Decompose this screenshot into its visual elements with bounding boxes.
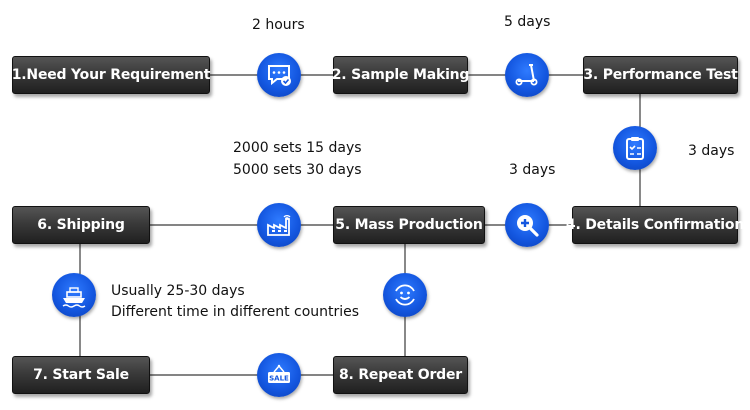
- clipboard-checklist-icon: [613, 126, 657, 170]
- step-label: 8. Repeat Order: [339, 367, 462, 383]
- label-2000-sets: 2000 sets 15 days: [233, 140, 362, 156]
- label-different-time: Different time in different countries: [111, 304, 360, 320]
- label-3-days-test: 3 days: [688, 143, 735, 159]
- step-sample-making: 2. Sample Making: [331, 56, 470, 94]
- step-label: 4. Details Confirmation: [565, 217, 745, 233]
- step-label: 1.Need Your Requirement: [11, 67, 211, 83]
- factory-icon: [257, 203, 301, 247]
- step-label: 5. Mass Production: [335, 217, 483, 233]
- step-label: 6. Shipping: [37, 217, 125, 233]
- label-3-days-confirm: 3 days: [509, 162, 556, 178]
- step-label: 7. Start Sale: [33, 367, 129, 383]
- step-performance-test: 3. Performance Test: [583, 56, 738, 94]
- smiley-refresh-icon: [383, 273, 427, 317]
- step-label: 3. Performance Test: [583, 67, 738, 83]
- sale-tag-icon: SALE: [257, 353, 301, 397]
- step-details-confirmation: 4. Details Confirmation: [566, 206, 744, 244]
- label-2-hours: 2 hours: [252, 17, 305, 33]
- label-5000-sets: 5000 sets 30 days: [233, 162, 362, 178]
- ship-icon: [52, 273, 96, 317]
- step-need-requirement: 1.Need Your Requirement: [12, 56, 210, 94]
- chat-check-icon: [257, 53, 301, 97]
- sale-tag-text: SALE: [269, 375, 289, 383]
- magnifier-plus-icon: [505, 203, 549, 247]
- label-5-days: 5 days: [504, 14, 551, 30]
- step-mass-production: 5. Mass Production: [333, 206, 485, 244]
- step-start-sale: 7. Start Sale: [12, 356, 150, 394]
- step-shipping: 6. Shipping: [12, 206, 150, 244]
- scooter-icon: [505, 53, 549, 97]
- step-repeat-order: 8. Repeat Order: [333, 356, 468, 394]
- label-usually-days: Usually 25-30 days: [111, 283, 245, 299]
- step-label: 2. Sample Making: [331, 67, 470, 83]
